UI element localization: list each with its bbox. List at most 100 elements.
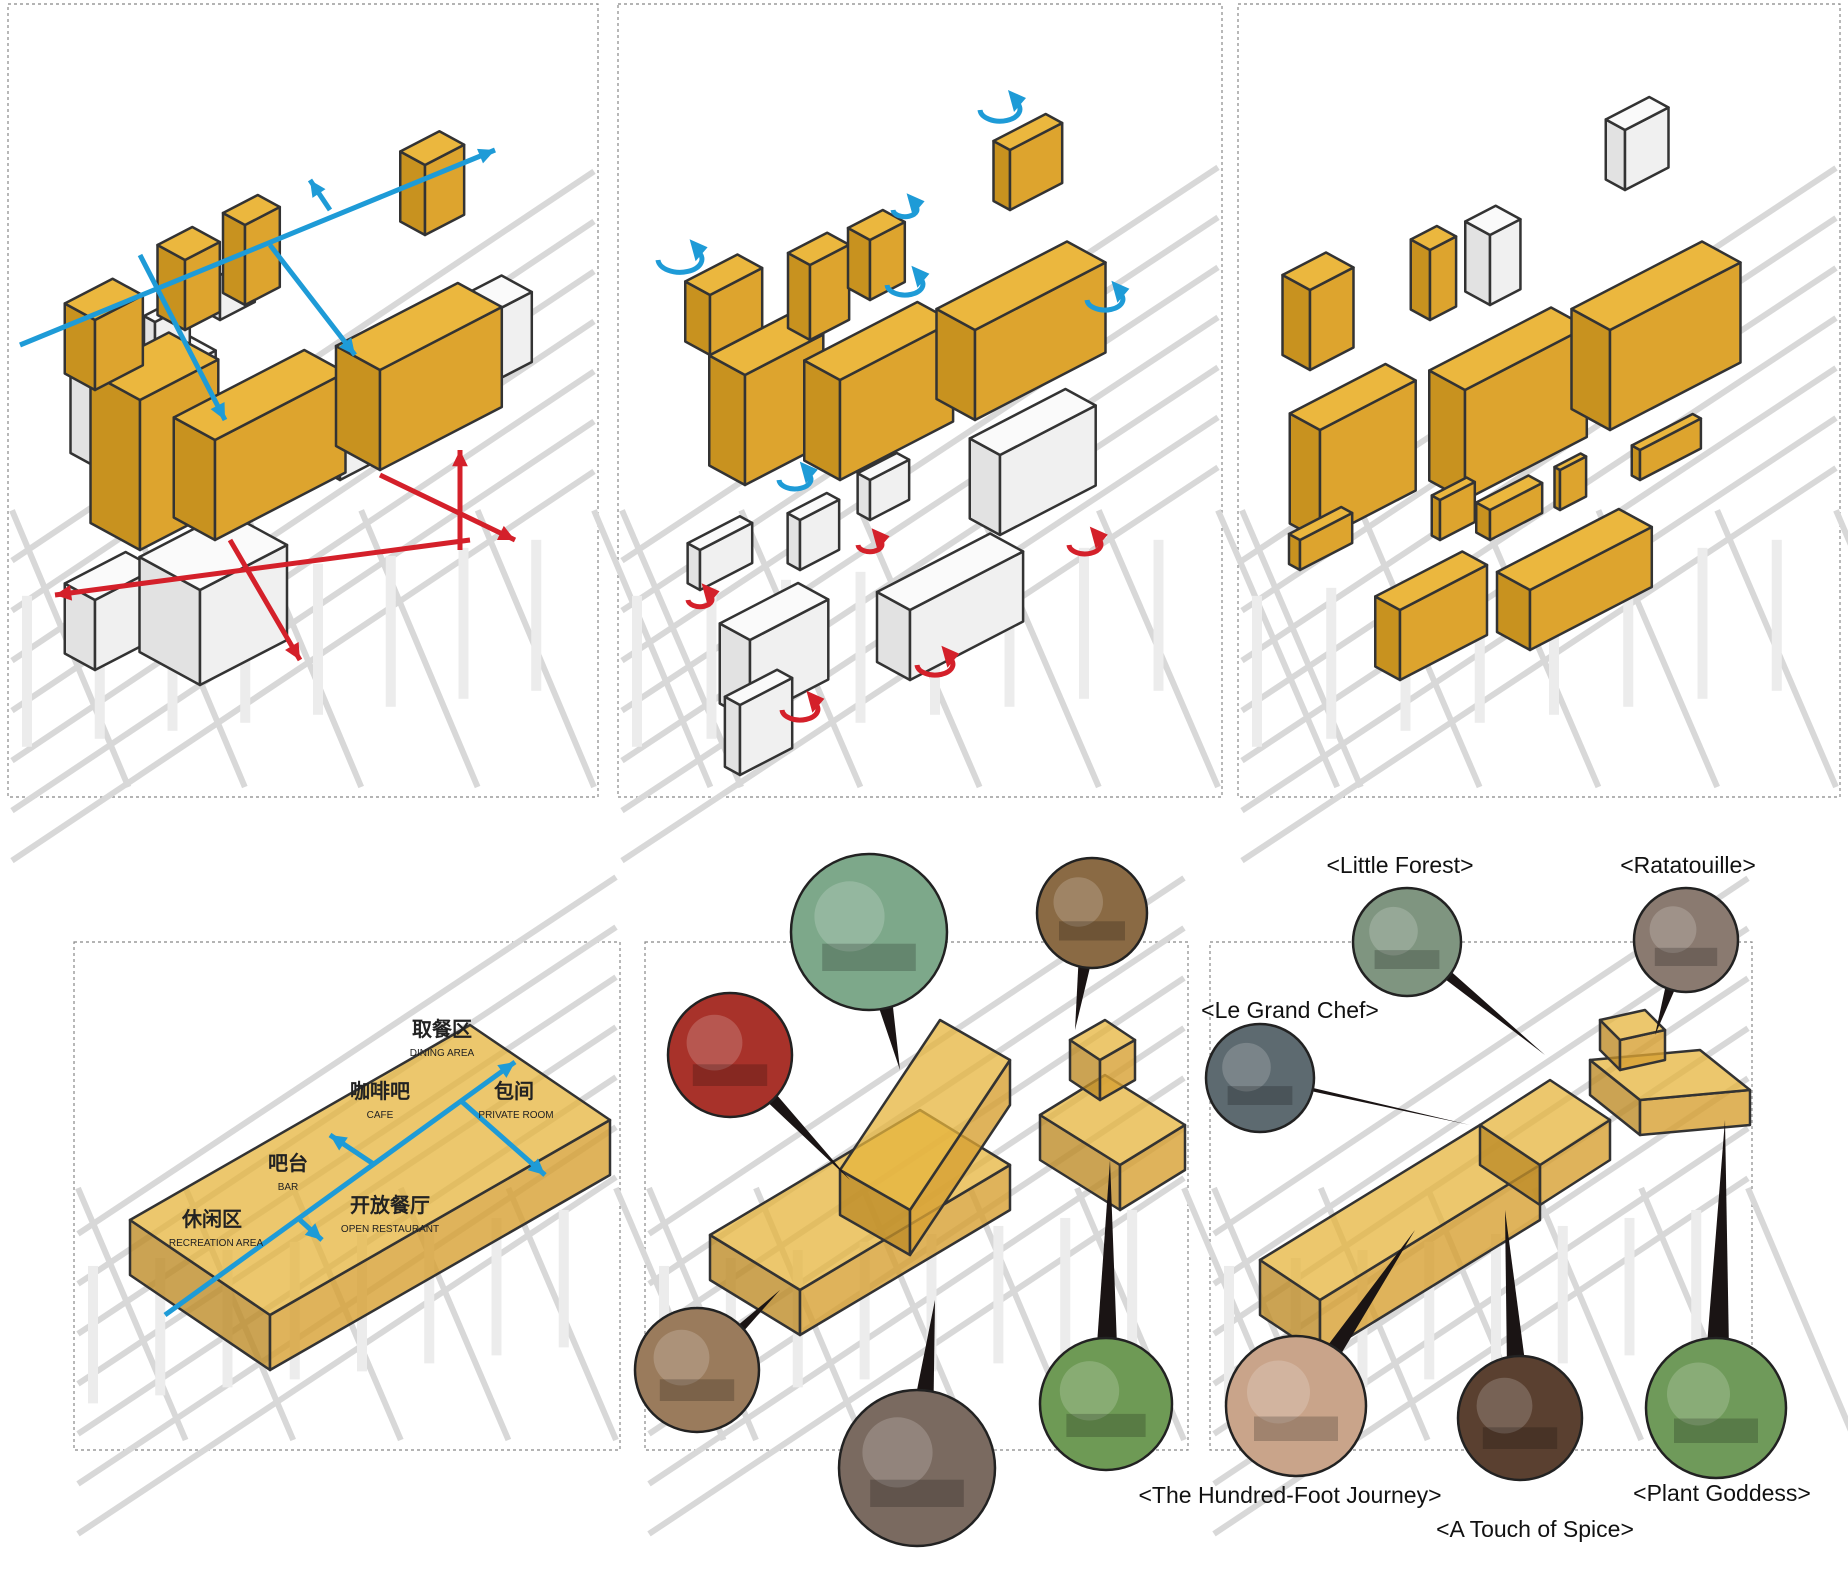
box-top-face: [1281, 251, 1355, 292]
gold-fragment-p3-4: [1553, 452, 1588, 512]
arrow-line: [227, 538, 303, 662]
caption-plant-goddess: <Plant Goddess>: [1633, 1480, 1811, 1506]
plan-column: [22, 595, 32, 747]
box-top-face: [1287, 505, 1354, 542]
caption-ratatouille: <Ratatouille>: [1620, 852, 1756, 878]
open-volume-p3-7: [1604, 95, 1670, 192]
photo-highlight: [1476, 1377, 1533, 1434]
box-top-face: [221, 193, 282, 227]
gold-volume-p2-4: [684, 253, 764, 357]
red-dining-photo: [666, 991, 794, 1119]
plan-column: [632, 595, 642, 747]
caption-le-grand-chef: <Le Grand Chef>: [1201, 997, 1379, 1023]
photo-circle: [1038, 1336, 1174, 1472]
plan-wall: [75, 1186, 189, 1442]
plan-wall: [10, 368, 596, 764]
plan-column: [1697, 547, 1708, 699]
rotation-arc: [977, 100, 1023, 124]
plan-wall: [1531, 1186, 1644, 1442]
caption-a-touch-of-spice: <A Touch of Spice>: [1436, 1516, 1634, 1542]
arrow-head: [304, 1223, 322, 1240]
plan-wall: [76, 874, 618, 1237]
rotation-arrow-blue-4: [1084, 280, 1130, 313]
plan-column: [1079, 547, 1089, 699]
arrow-head: [497, 1062, 515, 1078]
circulation-blue-to-bar: [328, 1132, 377, 1168]
rotation-arc: [1084, 290, 1126, 313]
gold-fragment-p3-5: [1374, 550, 1489, 682]
box-top-face: [846, 208, 907, 242]
arrow-head: [310, 180, 326, 198]
circulation-red-branch-2: [378, 472, 517, 543]
white-volume-7: [138, 510, 289, 687]
plan-wall: [1215, 509, 1340, 789]
box-top-face: [1570, 240, 1742, 332]
box-top-face: [875, 532, 1025, 612]
photo-highlight: [686, 1014, 743, 1071]
plan-column: [313, 563, 323, 715]
hundred-foot-journey-photo: [1224, 1334, 1368, 1478]
rotation-arrow-blue-2: [977, 90, 1026, 124]
reference-volume-right-top: [1068, 1018, 1137, 1102]
box-top-face: [1409, 224, 1458, 252]
photo-circle: [837, 1388, 997, 1548]
film-volume-upper: [1478, 1078, 1612, 1207]
photo-circle: [1035, 856, 1149, 970]
plan-column: [88, 1265, 98, 1404]
arrow-head: [338, 337, 355, 355]
plan-column: [1491, 1233, 1501, 1372]
plan-wall: [10, 468, 596, 864]
rotation-arrow-red-4: [685, 583, 720, 610]
caption-hundred-foot-journey: <The Hundred-Foot Journey>: [1138, 1482, 1442, 1508]
rotation-arrowhead: [701, 583, 720, 606]
plan-column: [531, 539, 542, 691]
plan-column: [558, 1209, 569, 1348]
box-top-face: [1630, 412, 1703, 452]
zoning-volume: [128, 1023, 612, 1372]
box-top-face: [838, 1018, 1012, 1212]
zone-cafe-en: CAFE: [366, 1110, 394, 1121]
circulation-blue-main: [19, 147, 496, 348]
white-volume-p2-3: [856, 451, 911, 522]
caption-little-forest: <Little Forest>: [1326, 852, 1474, 878]
zone-open-restaurant-zh: 开放餐厅: [350, 1193, 430, 1217]
white-volume-p2-7: [723, 668, 794, 777]
box-top-face: [1288, 362, 1417, 432]
arrow-head: [497, 525, 515, 541]
photo-shadow: [870, 1479, 964, 1507]
panel-frame-massing-openings: [1237, 3, 1841, 798]
plan-column: [1549, 563, 1559, 715]
zone-bar-en: BAR: [277, 1182, 299, 1193]
photo-highlight: [814, 881, 885, 952]
photo-highlight: [1247, 1360, 1310, 1424]
photo-shadow: [1227, 1086, 1293, 1105]
rotation-arrowhead: [941, 645, 960, 668]
plan-column: [1224, 1265, 1234, 1404]
box-left-face: [786, 251, 812, 342]
rotation-arrowhead: [911, 265, 930, 288]
photo-shadow: [822, 943, 916, 971]
box-left-face: [723, 695, 742, 777]
circulation-red-branch-3: [452, 450, 468, 550]
box-left-face: [89, 371, 142, 552]
plan-wall: [620, 264, 1220, 664]
coffee-bar-photo: [789, 852, 949, 1012]
green-wall-photo: [1038, 1336, 1174, 1472]
arrow-line: [19, 147, 496, 348]
photo-shadow: [1482, 1427, 1558, 1449]
plan-wall: [591, 509, 714, 789]
plan-column: [1623, 555, 1634, 707]
photo-highlight: [1369, 906, 1418, 956]
gold-volume-p2-7: [992, 112, 1064, 212]
plan-wall: [1745, 1186, 1848, 1432]
box-left-face: [1409, 238, 1432, 322]
plan-wall: [358, 509, 481, 789]
zone-cafe-zh: 咖啡吧: [350, 1079, 410, 1103]
arrow-line: [268, 243, 357, 357]
circulation-red-main: [54, 537, 471, 601]
box-top-face: [803, 300, 955, 382]
box-top-face: [1553, 452, 1588, 472]
plan-column: [855, 571, 866, 723]
film-volume-right-top: [1598, 1008, 1667, 1072]
white-volume-p2-6: [968, 387, 1097, 537]
